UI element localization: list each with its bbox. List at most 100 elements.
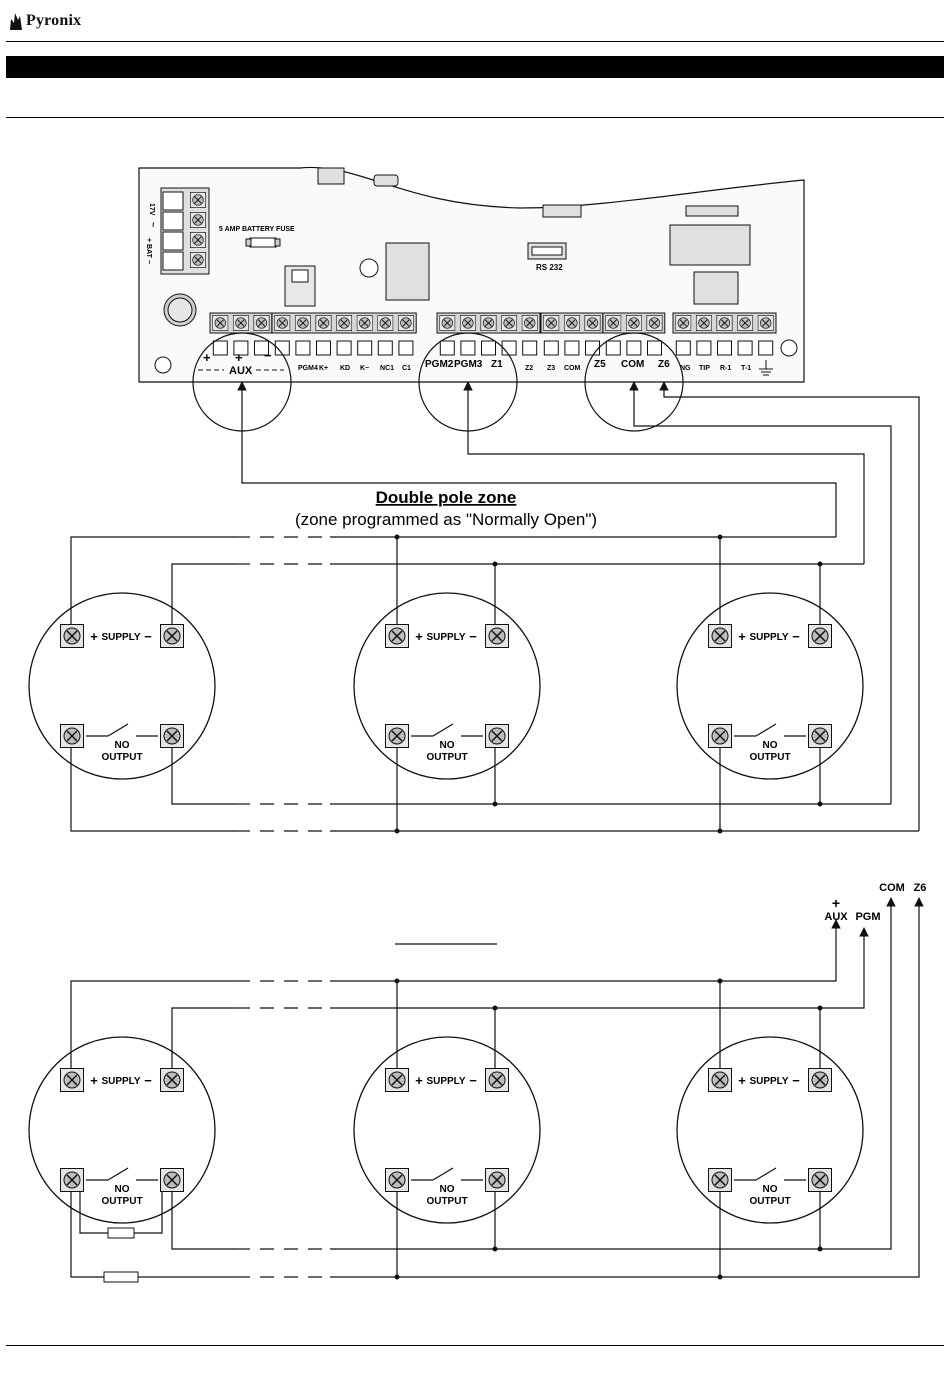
terminal-screw-icon xyxy=(501,315,518,331)
supply-plus: + xyxy=(415,629,423,644)
supply-label: SUPPLY xyxy=(426,1076,465,1087)
supply-plus: + xyxy=(415,1073,423,1088)
terminal-socket xyxy=(233,340,249,356)
terminal-screw-icon xyxy=(521,315,538,331)
diagram2-aux-plus: + xyxy=(832,895,840,911)
terminal-screw-icon xyxy=(60,624,84,648)
terminal-socket xyxy=(758,340,774,356)
brand-name: Pyronix xyxy=(26,12,82,29)
no-label: NO xyxy=(763,1184,778,1195)
aux-plus-1: + xyxy=(203,350,211,365)
terminal-screw-icon xyxy=(253,315,270,331)
output-label: OUTPUT xyxy=(101,1196,142,1207)
no-label: NO xyxy=(763,740,778,751)
switch-contact-icon xyxy=(107,723,129,737)
terminal-socket xyxy=(254,340,269,356)
terminal-screw-icon xyxy=(708,1168,732,1192)
detector-body xyxy=(28,1036,216,1224)
terminal-screw-icon xyxy=(274,315,291,331)
section-band xyxy=(6,56,944,78)
resistor-icon xyxy=(103,1271,139,1283)
supply-minus: − xyxy=(144,629,152,644)
terminal-screw-icon xyxy=(397,315,414,331)
detector-body xyxy=(353,1036,541,1224)
terminal-screw-icon xyxy=(708,724,732,748)
fuse-icon xyxy=(245,237,281,248)
brand-logo: Pyronix xyxy=(8,8,81,34)
terminal-screw-icon xyxy=(356,315,373,331)
mount-hole-icon xyxy=(359,258,379,278)
detector-body xyxy=(353,592,541,780)
terminal-label-kplus: K+ xyxy=(319,365,328,372)
chip-icon xyxy=(669,224,751,266)
diagram2-com-label: COM xyxy=(879,882,905,894)
terminal-label-pgm4: PGM4 xyxy=(298,365,318,372)
supply-label: SUPPLY xyxy=(749,1076,788,1087)
power-label-17v: 17V xyxy=(148,203,155,216)
fuse-label: 5 AMP BATTERY FUSE xyxy=(219,226,295,233)
section-rule xyxy=(6,117,944,118)
terminal-socket xyxy=(564,340,580,356)
supply-label: SUPPLY xyxy=(101,632,140,643)
output-label: OUTPUT xyxy=(101,752,142,763)
resistor-icon xyxy=(107,1227,135,1239)
terminal-screw-icon xyxy=(543,315,560,331)
terminal-screw-icon xyxy=(385,1068,409,1092)
supply-plus: + xyxy=(738,1073,746,1088)
terminal-socket xyxy=(481,340,496,356)
supply-minus: − xyxy=(469,629,477,644)
terminal-label-com: COM xyxy=(564,365,581,372)
terminal-screw-icon xyxy=(563,315,580,331)
terminal-screw-icon xyxy=(385,724,409,748)
detector-body xyxy=(676,592,864,780)
terminal-socket xyxy=(675,340,691,356)
terminal-screw-icon xyxy=(480,315,497,331)
terminal-screw-icon xyxy=(808,1068,832,1092)
terminal-screw-icon xyxy=(757,315,774,331)
terminal-strips xyxy=(209,312,777,356)
supply-plus: + xyxy=(90,629,98,644)
terminal-screw-icon xyxy=(808,724,832,748)
terminal-label-z3: Z3 xyxy=(547,365,555,372)
supply-minus: − xyxy=(792,1073,800,1088)
diagram2-junction-dots xyxy=(394,978,823,1280)
terminal-label-z6: Z6 xyxy=(658,359,670,370)
flame-logo-icon xyxy=(10,13,22,30)
detector-body xyxy=(676,1036,864,1224)
terminal-screw-icon xyxy=(385,624,409,648)
mount-hole-icon xyxy=(780,339,798,357)
diagram2-pgm-label: PGM xyxy=(855,911,880,923)
terminal-screw-icon xyxy=(160,624,184,648)
terminal-label-z2: Z2 xyxy=(525,365,533,372)
terminal-label-pgm2: PGM2 xyxy=(425,359,454,370)
terminal-label-ng: NG xyxy=(680,365,691,372)
terminal-socket xyxy=(543,340,559,356)
terminal-socket xyxy=(585,340,600,356)
relay-icon xyxy=(284,265,316,307)
terminal-socket xyxy=(647,340,662,356)
terminal-socket xyxy=(501,340,517,356)
switch-contact-icon xyxy=(755,1167,777,1181)
terminal-label-t1: T-1 xyxy=(741,365,751,372)
switch-contact-icon xyxy=(107,1167,129,1181)
terminal-labels: PGM4 K+ KD K− NC1 C1 Z2 Z3 COM NG TIP R-… xyxy=(298,360,773,376)
terminal-socket xyxy=(336,340,352,356)
no-label: NO xyxy=(440,1184,455,1195)
terminal-label-tip: TIP xyxy=(699,365,710,372)
ground-icon xyxy=(759,360,773,376)
terminal-socket xyxy=(626,340,642,356)
terminal-screw-icon xyxy=(737,315,754,331)
terminal-screw-icon xyxy=(485,1168,509,1192)
terminal-socket xyxy=(737,340,753,356)
output-label: OUTPUT xyxy=(749,752,790,763)
terminal-socket xyxy=(357,340,373,356)
terminal-screw-icon xyxy=(459,315,476,331)
terminal-screw-icon xyxy=(336,315,353,331)
terminal-label-r1: R-1 xyxy=(720,365,731,372)
terminal-screw-icon xyxy=(160,1068,184,1092)
supply-minus: − xyxy=(792,629,800,644)
